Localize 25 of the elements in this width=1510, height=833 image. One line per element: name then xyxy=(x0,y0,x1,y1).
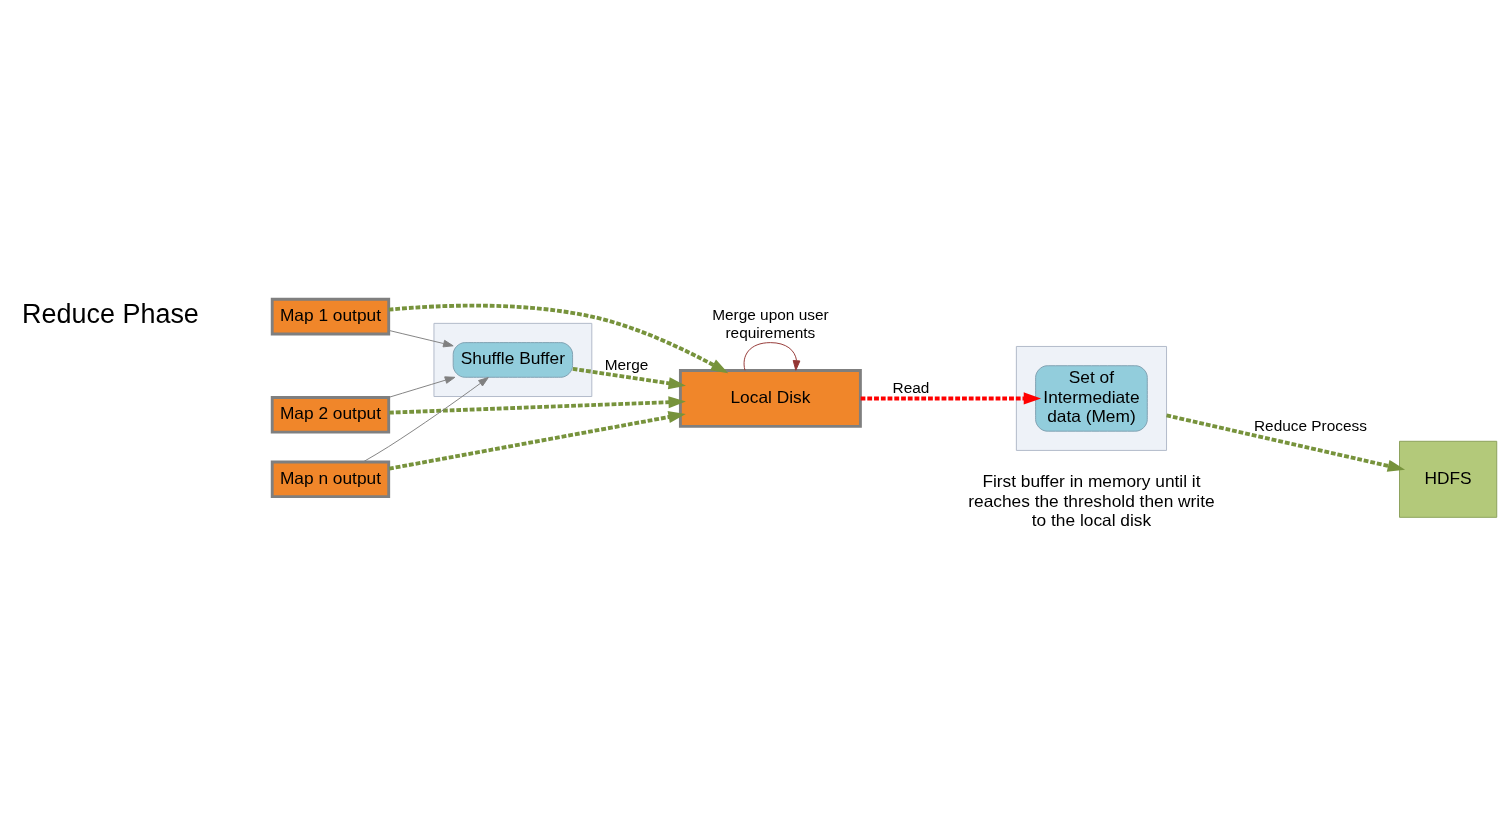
label: Reduce Phase xyxy=(22,299,199,330)
edge-label: Merge upon user requirements xyxy=(712,306,829,341)
cluster xyxy=(433,322,593,397)
label: First buffer in memory until it reaches the threshold then write to the local disk xyxy=(968,471,1215,530)
edge-label: Merge xyxy=(604,356,649,374)
node-box: Local Disk xyxy=(678,369,862,428)
arrow xyxy=(389,396,686,415)
arrow xyxy=(388,303,729,374)
node-box: Map 1 output xyxy=(270,297,391,336)
arrow xyxy=(572,366,686,390)
node-box: Shuffle Buffer xyxy=(452,342,574,378)
cluster xyxy=(1015,346,1167,451)
edge-label: Reduce Process xyxy=(1254,416,1367,434)
node-box: HDFS xyxy=(1399,440,1498,518)
arrow xyxy=(388,376,456,398)
arrow xyxy=(1166,413,1406,472)
arrow xyxy=(860,392,1042,405)
node-box: Set of Intermediate data (Mem) xyxy=(1035,365,1148,432)
arrow xyxy=(362,377,489,463)
node-box: Map n output xyxy=(270,460,391,499)
arrow xyxy=(388,329,454,348)
node-box: Map 2 output xyxy=(270,396,391,434)
edge-label: Read xyxy=(892,379,930,397)
arrow xyxy=(743,342,801,371)
arrow xyxy=(388,411,686,471)
